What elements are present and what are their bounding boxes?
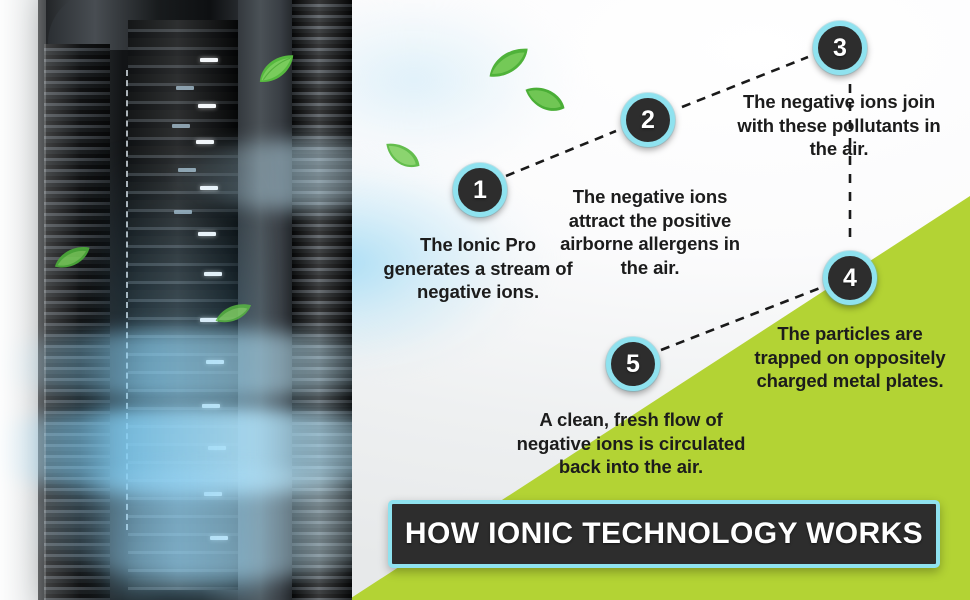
connector-2-to-3 — [681, 55, 809, 109]
step-badge-2[interactable]: 2 — [621, 93, 675, 147]
product-photo-air-purifier — [0, 0, 352, 600]
grille-slat — [172, 124, 190, 128]
step-badge-5[interactable]: 5 — [606, 337, 660, 391]
leaf-icon — [52, 244, 95, 273]
airflow-stream — [0, 330, 352, 400]
step-caption-1: The Ionic Pro generates a stream of nega… — [383, 234, 573, 303]
step-badge-1-number: 1 — [473, 175, 487, 204]
grille-slat — [196, 140, 214, 144]
leaf-icon — [213, 301, 255, 329]
grille-slat — [204, 272, 222, 276]
airflow-stream — [20, 470, 352, 580]
grille-slat — [176, 86, 194, 90]
step-badge-3[interactable]: 3 — [813, 21, 867, 75]
step-badge-4-number: 4 — [843, 263, 857, 292]
title-banner-text: HOW IONIC TECHNOLOGY WORKS — [404, 517, 924, 550]
leaf-icon — [482, 44, 536, 83]
step-caption-4: The particles are trapped on oppositely … — [754, 323, 946, 392]
grille-slat — [200, 58, 218, 62]
step-caption-3: The negative ions join with these pollut… — [737, 91, 941, 160]
step-badge-4[interactable]: 4 — [823, 251, 877, 305]
grille-slat — [198, 104, 216, 108]
grille-slat — [200, 318, 218, 322]
title-banner: HOW IONIC TECHNOLOGY WORKS — [388, 500, 940, 568]
step-caption-5: A clean, fresh flow of negative ions is … — [516, 409, 746, 478]
step-caption-2: The negative ions attract the positive a… — [560, 186, 740, 279]
connector-5-to-4 — [660, 286, 821, 352]
dashed-seam-line — [126, 70, 128, 530]
connector-1-to-2 — [505, 129, 617, 178]
photo-left-fade — [0, 0, 46, 600]
step-badge-5-number: 5 — [626, 349, 640, 378]
leaf-icon — [379, 136, 428, 176]
leaf-icon — [519, 80, 570, 119]
step-badge-3-number: 3 — [833, 33, 847, 62]
grille-slat — [198, 232, 216, 236]
grille-slat — [174, 210, 192, 214]
step-badge-2-number: 2 — [641, 105, 655, 134]
step-badge-1[interactable]: 1 — [453, 163, 507, 217]
leaf-icon — [252, 51, 302, 89]
